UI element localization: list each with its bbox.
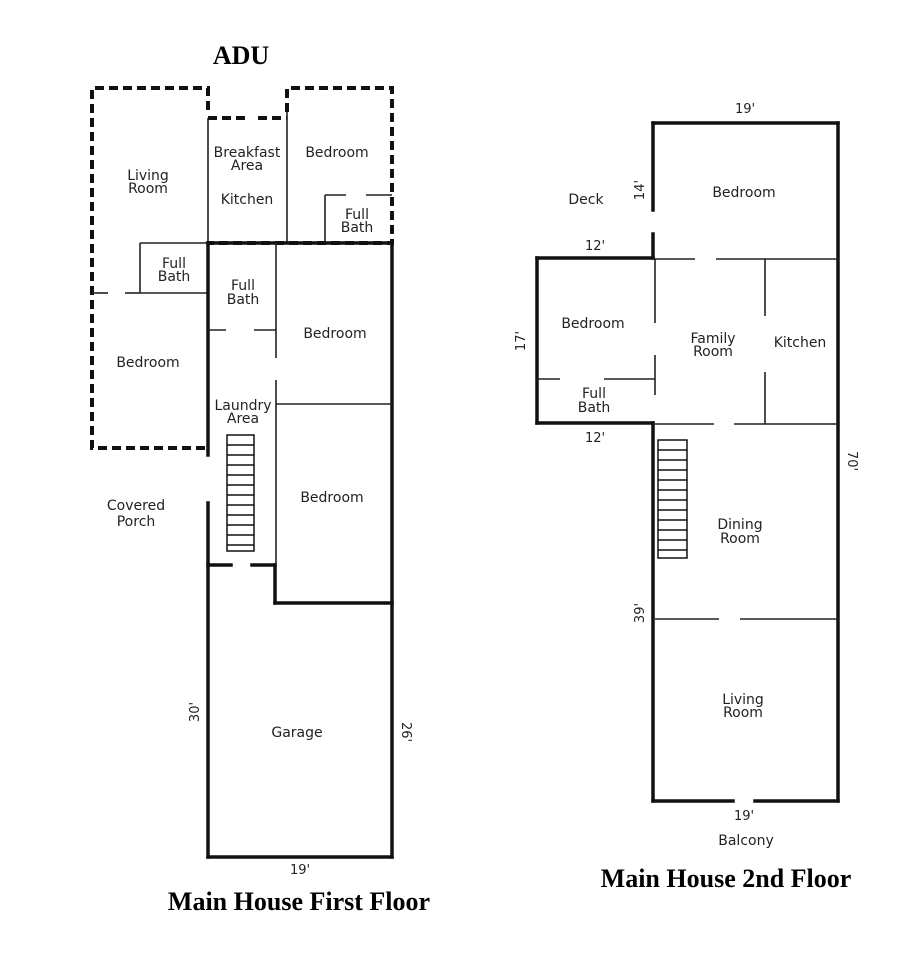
label-living-room-2nd-l2: Room xyxy=(723,705,763,721)
second-floor-labels: Deck Bedroom Bedroom Family Room Kitchen… xyxy=(561,185,826,849)
label-living-room-2nd-l1: Living xyxy=(722,692,764,708)
adu-outline xyxy=(90,86,394,450)
second-floor-interior-walls xyxy=(537,258,838,620)
label-deck: Deck xyxy=(568,192,604,208)
label-living-room-l2: Room xyxy=(128,181,168,197)
dim-first-bottom: 19' xyxy=(290,863,310,878)
label-living-room-l1: Living xyxy=(127,168,169,184)
adu-interior-walls xyxy=(92,112,392,294)
second-floor-outline xyxy=(535,121,840,803)
label-laundry-area-l2: Area xyxy=(227,411,259,427)
first-floor-interior-walls xyxy=(208,243,392,565)
label-dining-room-l1: Dining xyxy=(717,517,762,533)
label-adu-small-bath-l1: Full xyxy=(162,256,186,272)
second-floor-dimensions: 19' 14' 12' 17' 12' 70' 39' 19' xyxy=(514,102,859,824)
dim-second-top: 19' xyxy=(735,102,755,117)
label-breakfast-area-l1: Breakfast xyxy=(214,145,281,161)
label-breakfast-area-l2: Area xyxy=(231,158,263,174)
label-bedroom-2: Bedroom xyxy=(300,490,363,506)
label-laundry-area-l1: Laundry xyxy=(214,398,271,414)
label-balcony: Balcony xyxy=(718,833,774,849)
label-bedroom-left: Bedroom xyxy=(561,316,624,332)
label-bedroom-top: Bedroom xyxy=(712,185,775,201)
label-family-room-l1: Family xyxy=(690,331,735,347)
label-garage: Garage xyxy=(271,725,322,741)
label-main-full-bath-l2: Bath xyxy=(227,292,260,308)
label-adu-small-bath-l2: Bath xyxy=(158,269,191,285)
dim-second-bedroom-width-bottom: 12' xyxy=(585,431,605,446)
dim-first-left: 30' xyxy=(188,702,203,722)
label-adu-full-bath-l2: Bath xyxy=(341,220,374,236)
label-adu-bedroom: Bedroom xyxy=(305,145,368,161)
label-main-full-bath-l1: Full xyxy=(231,278,255,294)
label-adu-lower-bedroom: Bedroom xyxy=(116,355,179,371)
dim-second-bottom: 19' xyxy=(734,809,754,824)
first-floor-stairs xyxy=(226,434,255,552)
second-floor-stairs xyxy=(657,439,688,559)
dim-second-bedroom-height: 17' xyxy=(514,331,529,351)
label-kitchen: Kitchen xyxy=(221,192,274,208)
first-floor-labels: Living Room Breakfast Area Bedroom Kitch… xyxy=(107,145,373,741)
first-floor-dimensions: 30' 26' 19' xyxy=(188,702,413,878)
label-covered-porch-l2: Porch xyxy=(117,514,156,530)
adu-heading: ADU xyxy=(213,41,270,70)
label-bedroom-1: Bedroom xyxy=(303,326,366,342)
label-dining-room-l2: Room xyxy=(720,531,760,547)
dim-second-bedroom-width-top: 12' xyxy=(585,239,605,254)
label-full-bath-2nd-l2: Bath xyxy=(578,400,611,416)
second-floor-heading: Main House 2nd Floor xyxy=(601,864,852,893)
label-family-room-l2: Room xyxy=(693,344,733,360)
first-floor-outline xyxy=(206,241,394,859)
dim-second-left-lower: 39' xyxy=(633,603,648,623)
first-floor-heading: Main House First Floor xyxy=(168,887,430,916)
label-adu-full-bath-l1: Full xyxy=(345,207,369,223)
dim-second-deck-height: 14' xyxy=(633,180,648,200)
label-kitchen-2nd: Kitchen xyxy=(774,335,827,351)
dim-second-right: 70' xyxy=(844,451,859,471)
label-covered-porch-l1: Covered xyxy=(107,498,165,514)
label-full-bath-2nd-l1: Full xyxy=(582,386,606,402)
dim-first-right: 26' xyxy=(398,722,413,742)
